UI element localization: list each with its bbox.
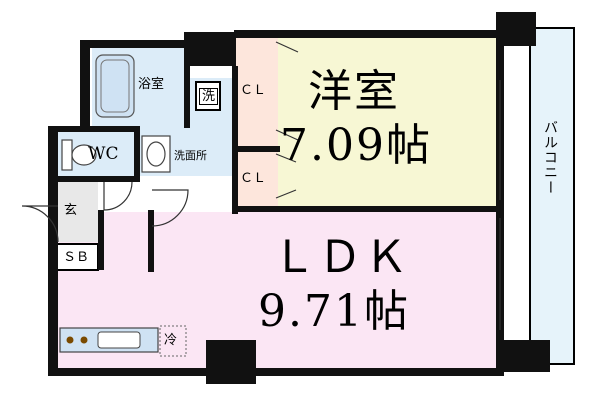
fridge-space bbox=[159, 325, 187, 357]
closet-upper-floor bbox=[236, 36, 278, 148]
doors bbox=[21, 41, 501, 330]
fridge-label: 冷 bbox=[164, 333, 178, 348]
stove-burner-left bbox=[66, 336, 74, 344]
western-room-floor bbox=[278, 36, 498, 212]
ldk-room-area: 9.71帖 bbox=[258, 286, 410, 337]
balcony-label: バルコニー bbox=[542, 120, 558, 195]
toilet-bowl bbox=[71, 144, 97, 166]
washer-label: 洗 bbox=[199, 88, 219, 105]
balcony-floor bbox=[529, 27, 575, 365]
bathtub bbox=[95, 54, 135, 118]
kitchen-sink bbox=[97, 331, 141, 349]
ldk-room-name: ＬＤＫ bbox=[272, 232, 410, 283]
shoe-box-label: ＳＢ bbox=[63, 250, 90, 265]
washroom-label: 洗面所 bbox=[174, 149, 207, 162]
sink-basin bbox=[146, 141, 166, 167]
walls bbox=[48, 12, 550, 384]
western-room-name: 洋室 bbox=[308, 66, 400, 117]
closet-lower-floor bbox=[236, 150, 278, 208]
western-room-area: 7.09帖 bbox=[280, 120, 432, 171]
bathtub-inner bbox=[100, 59, 130, 113]
toilet-tank bbox=[61, 139, 73, 171]
entrance-floor bbox=[56, 180, 98, 242]
bath-label: 浴室 bbox=[138, 77, 165, 92]
stove-burner-right bbox=[80, 336, 88, 344]
entrance-label: 玄 bbox=[64, 203, 78, 218]
closet-lower-label: ＣＬ bbox=[240, 171, 267, 186]
toilet-label: WC bbox=[88, 144, 119, 164]
closet-upper-label: ＣＬ bbox=[240, 83, 267, 98]
